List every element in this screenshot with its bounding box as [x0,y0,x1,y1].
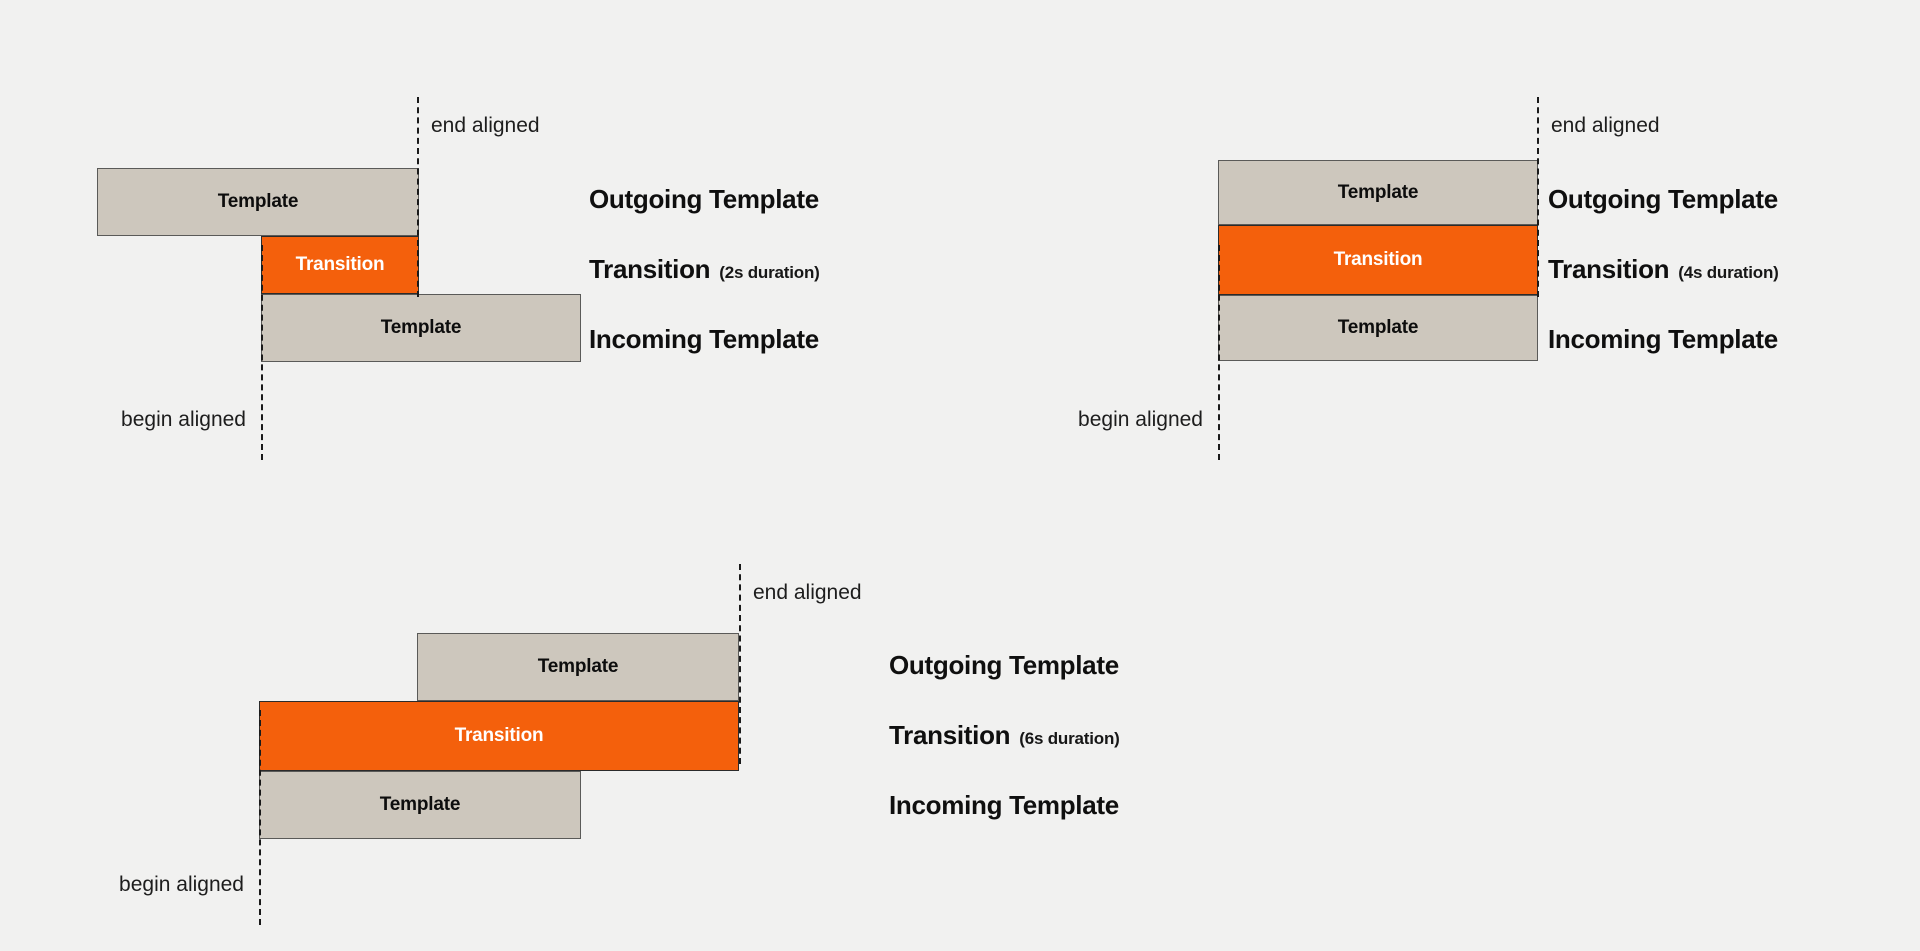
bar-transition-label: Transition [1333,249,1423,270]
legend-outgoing-template-label: Outgoing Template [589,184,819,214]
legend-transition-duration: (4s duration) [1678,263,1779,282]
bar-transition-label: Transition [454,725,544,746]
diagram-medium-transition: end aligned begin aligned Template Trans… [1020,0,1920,470]
legend-incoming-template-label: Incoming Template [589,324,819,354]
legend-outgoing-template: Outgoing Template [889,650,1119,681]
bar-transition[interactable]: Transition [261,236,419,294]
bar-incoming-template-label: Template [379,794,461,815]
bar-incoming-template[interactable]: Template [259,771,581,839]
legend-transition: Transition (6s duration) [889,720,1120,751]
bar-transition[interactable]: Transition [1218,225,1538,295]
legend-incoming-template-label: Incoming Template [1548,324,1778,354]
legend-incoming-template-label: Incoming Template [889,790,1119,820]
legend-transition-duration: (2s duration) [719,263,820,282]
bar-outgoing-template-label: Template [1337,181,1419,203]
caption-end-aligned: end aligned [431,114,540,137]
diagram-long-transition: end aligned begin aligned Template Trans… [0,420,1300,951]
guide-line-end-aligned [417,97,419,297]
bar-outgoing-template[interactable]: Template [97,168,419,236]
legend-transition: Transition (4s duration) [1548,254,1779,285]
bar-incoming-template-label: Template [380,317,462,338]
bar-incoming-template-label: Template [1337,317,1419,338]
legend-outgoing-template: Outgoing Template [589,184,819,215]
legend-transition: Transition (2s duration) [589,254,820,285]
legend-transition-label: Transition [589,254,711,284]
caption-begin-aligned: begin aligned [1078,408,1203,431]
legend-transition-label: Transition [889,720,1011,750]
legend-incoming-template: Incoming Template [1548,324,1778,355]
guide-line-begin-aligned [1218,245,1220,460]
legend-incoming-template: Incoming Template [589,324,819,355]
bar-outgoing-template[interactable]: Template [417,633,739,701]
caption-end-aligned: end aligned [753,581,862,604]
caption-begin-aligned: begin aligned [119,873,244,896]
bar-incoming-template[interactable]: Template [261,294,581,362]
caption-end-aligned: end aligned [1551,114,1660,137]
guide-line-begin-aligned [259,710,261,925]
guide-line-end-aligned [1537,97,1539,297]
bar-outgoing-template-label: Template [537,656,619,677]
legend-outgoing-template: Outgoing Template [1548,184,1778,215]
bar-transition-label: Transition [295,254,385,275]
legend-transition-duration: (6s duration) [1019,729,1120,748]
guide-line-begin-aligned [261,245,263,460]
legend-incoming-template: Incoming Template [889,790,1119,821]
diagram-short-transition: end aligned begin aligned Template Trans… [0,0,900,470]
bar-incoming-template[interactable]: Template [1218,295,1538,361]
legend-outgoing-template-label: Outgoing Template [889,650,1119,680]
bar-outgoing-template-label: Template [217,191,299,212]
legend-transition-label: Transition [1548,254,1670,284]
bar-outgoing-template[interactable]: Template [1218,160,1538,225]
legend-outgoing-template-label: Outgoing Template [1548,184,1778,214]
caption-begin-aligned: begin aligned [121,408,246,431]
guide-line-end-aligned [739,564,741,764]
bar-transition[interactable]: Transition [259,701,739,771]
